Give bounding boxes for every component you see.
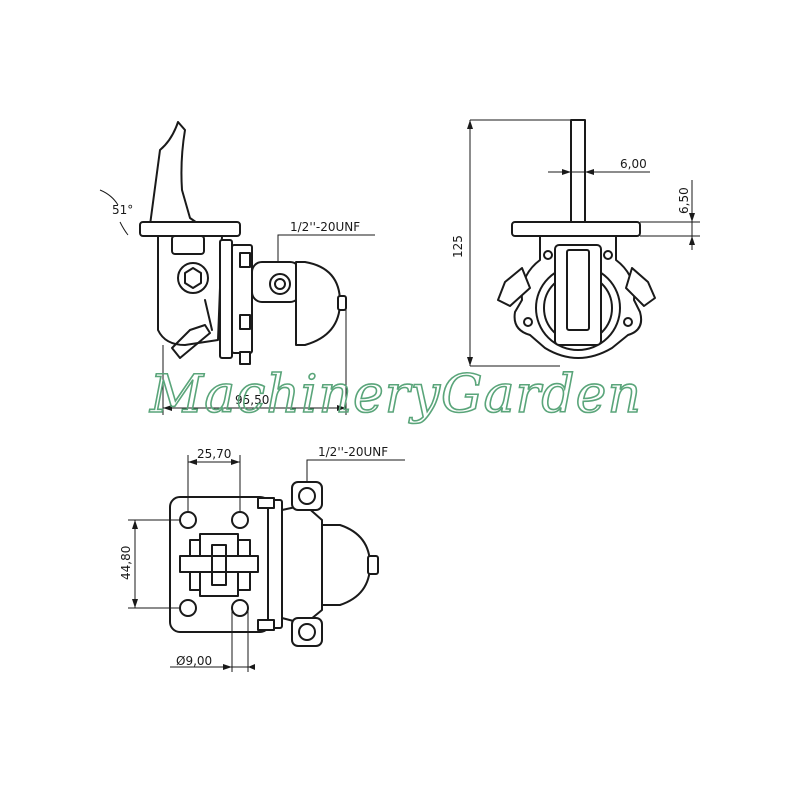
flange-thickness-dimension: 6,50 [640,180,700,250]
length-label: 95,50 [235,393,269,407]
top-view [169,481,379,647]
thread-label-top: 1/2''-20UNF [318,445,388,459]
length-dimension: 95,50 [162,305,347,415]
hole-diameter-label: Ø9,00 [176,654,212,668]
hole-spacing-vertical-dimension: 44,80 [119,519,180,609]
side-view [139,121,347,365]
priming-lever [149,121,201,226]
top-fitting [291,481,323,511]
height-dimension: 125 [451,119,571,367]
shaft-offset-dimension: 6,00 [548,157,650,175]
pump-dome [295,261,341,346]
mounting-flange [139,221,241,237]
hex-fitting [177,262,209,294]
clamp-plate [219,239,233,359]
top-dome [321,524,371,606]
front-flange [511,221,641,237]
shaft-offset-label: 6,00 [620,157,647,171]
hole-spacing-horizontal-label: 25,70 [197,447,231,461]
hole-spacing-vertical-label: 44,80 [119,546,133,580]
height-label: 125 [451,235,465,258]
flange-thickness-label: 6,50 [677,187,691,214]
hole-diameter-dimension: Ø9,00 [170,608,255,672]
front-view [497,119,656,359]
thread-label-side: 1/2''-20UNF [290,220,360,234]
thread-callout-side: 1/2''-20UNF [277,220,375,262]
angle-label: 51° [112,203,133,217]
hole-spacing-horizontal-dimension: 25,70 [187,447,241,512]
watermark-logo: MachineryGarden [149,365,642,425]
bottom-fitting [291,617,323,647]
angle-dimension: 51° [99,189,133,236]
thread-callout-top: 1/2''-20UNF [306,445,405,482]
